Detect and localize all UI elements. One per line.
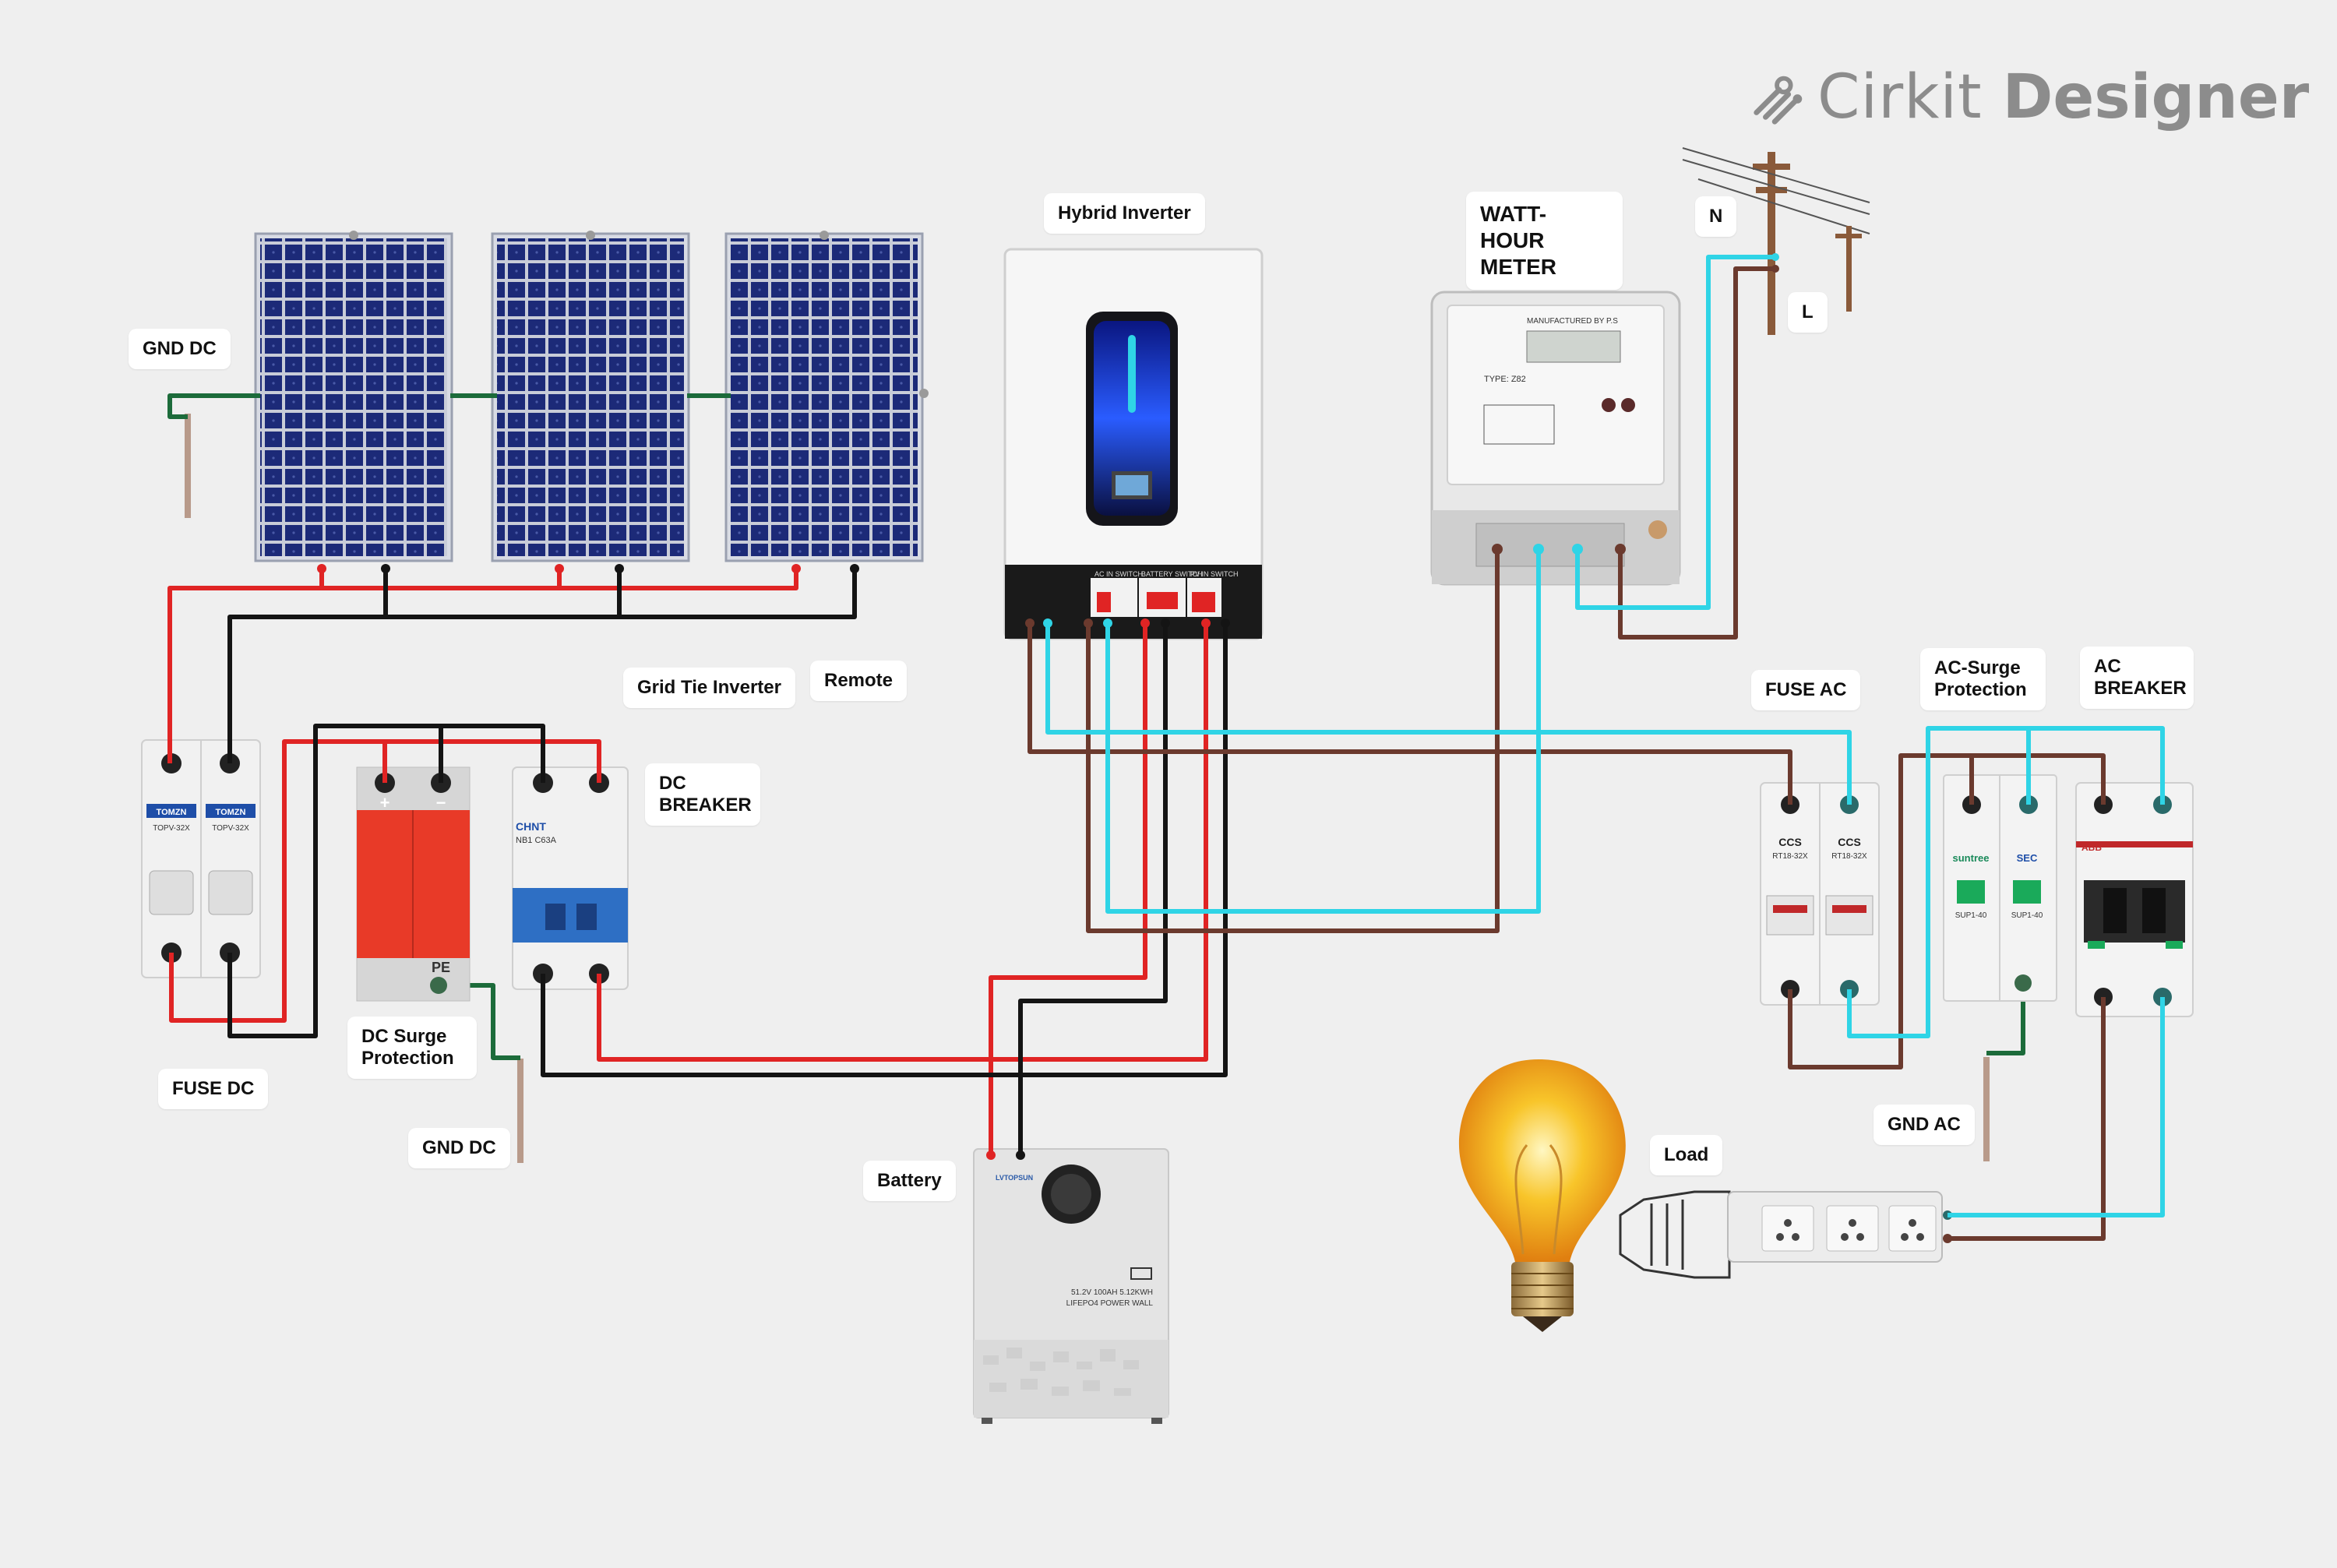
- fuse-ac-model-2: RT18-32X: [1831, 852, 1867, 861]
- ac-spd-model-1: SUP1-40: [1955, 911, 1987, 920]
- label-hybrid-inverter: Hybrid Inverter: [1044, 193, 1205, 234]
- brand-name-bold: Designer: [2002, 62, 2310, 132]
- label-live: L: [1788, 292, 1828, 333]
- battery-brand: LVTOPSUN: [996, 1174, 1033, 1182]
- dc-breaker[interactable]: CHNT NB1 C63A: [512, 766, 629, 990]
- wires-black: [227, 569, 1228, 1155]
- fuse-ac[interactable]: CCS CCS RT18-32X RT18-32X: [1760, 782, 1880, 1006]
- label-dc-breaker: DC BREAKER: [645, 763, 760, 826]
- fuse-ac-brand-2: CCS: [1838, 836, 1861, 848]
- label-load: Load: [1650, 1135, 1723, 1175]
- inverter-switch-label-2: BATTERY SWITCH: [1141, 570, 1203, 578]
- label-gnd-dc-top: GND DC: [129, 329, 231, 369]
- cirkit-designer-logo: Cirkit Designer: [1749, 55, 2309, 140]
- ac-spd-brand-1: suntree: [1953, 852, 1990, 864]
- spd-plus-sign: +: [380, 793, 390, 812]
- ac-surge-protector[interactable]: suntree SEC SUP1-40 SUP1-40: [1943, 774, 2057, 1002]
- battery-spec-1: 51.2V 100AH 5.12KWH: [1071, 1288, 1153, 1297]
- label-fuse-ac: FUSE AC: [1751, 670, 1861, 710]
- label-gnd-ac: GND AC: [1873, 1105, 1975, 1145]
- label-dc-surge-protection: DC Surge Protection: [347, 1017, 477, 1079]
- hybrid-inverter[interactable]: AC IN SWITCH BATTERY SWITCH PV IN SWITCH: [1003, 248, 1264, 640]
- solar-panel-3[interactable]: [724, 231, 929, 562]
- meter-manufacturer: MANUFACTURED BY P.S: [1527, 317, 1618, 326]
- wires-cyan: [1045, 255, 2165, 1217]
- battery[interactable]: LVTOPSUN 51.2V 100AH 5.12KWH LIFEPO4 POW…: [973, 1148, 1169, 1424]
- label-neutral: N: [1695, 196, 1737, 237]
- spd-minus-sign: −: [436, 793, 446, 812]
- ac-breaker-brand: ABB: [2081, 842, 2102, 853]
- cirkit-logo-icon: [1754, 76, 1803, 125]
- ground-rod-dc-bottom: [516, 1057, 525, 1165]
- fuse-dc-brand-2: TOMZN: [216, 808, 246, 817]
- label-ac-breaker: AC BREAKER: [2080, 647, 2194, 709]
- inverter-switch-label-3: PV IN SWITCH: [1190, 570, 1239, 578]
- fuse-dc-brand-1: TOMZN: [157, 808, 187, 817]
- plug-and-power-strip[interactable]: [1619, 1190, 1952, 1279]
- ac-spd-model-2: SUP1-40: [2011, 911, 2043, 920]
- label-ac-surge-protection: AC-Surge Protection: [1920, 648, 2046, 710]
- light-bulb[interactable]: [1458, 1059, 1626, 1332]
- dc-breaker-model: NB1 C63A: [516, 836, 557, 845]
- dc-breaker-brand: CHNT: [516, 820, 546, 833]
- terminal-dots: [317, 253, 1779, 628]
- label-battery: Battery: [863, 1161, 956, 1201]
- label-watt-hour-meter: WATT-HOUR METER: [1466, 192, 1623, 290]
- label-remote: Remote: [810, 661, 908, 701]
- watt-hour-meter[interactable]: MANUFACTURED BY P.S TYPE: Z82: [1430, 291, 1681, 586]
- label-gnd-dc-bottom: GND DC: [408, 1128, 510, 1168]
- spd-pe-label: PE: [432, 960, 450, 975]
- solar-panel-2[interactable]: [491, 231, 690, 562]
- meter-type: TYPE: Z82: [1484, 375, 1526, 384]
- utility-pole: [1682, 147, 1870, 335]
- label-fuse-dc: FUSE DC: [158, 1069, 269, 1109]
- fuse-dc[interactable]: TOMZN TOMZN TOPV-32X TOPV-32X: [141, 739, 261, 978]
- ac-spd-brand-2: SEC: [2017, 852, 2038, 864]
- solar-panel-1[interactable]: [254, 231, 453, 562]
- inverter-switch-label-1: AC IN SWITCH: [1094, 570, 1143, 578]
- label-grid-tie-inverter: Grid Tie Inverter: [623, 668, 795, 708]
- ac-breaker[interactable]: ABB: [2075, 782, 2194, 1017]
- ground-rod-ac: [1982, 1055, 1991, 1163]
- ground-rod-dc-top: [183, 412, 192, 520]
- brand-name-light: Cirkit: [1817, 62, 1983, 132]
- fuse-ac-model-1: RT18-32X: [1772, 852, 1808, 861]
- dc-surge-protector[interactable]: + − PE: [356, 766, 471, 1002]
- battery-spec-2: LIFEPO4 POWER WALL: [1066, 1299, 1154, 1308]
- fuse-ac-brand-1: CCS: [1778, 836, 1802, 848]
- wires-red: [167, 569, 1208, 1155]
- fuse-dc-model-2: TOPV-32X: [212, 824, 249, 833]
- fuse-dc-model-1: TOPV-32X: [153, 824, 190, 833]
